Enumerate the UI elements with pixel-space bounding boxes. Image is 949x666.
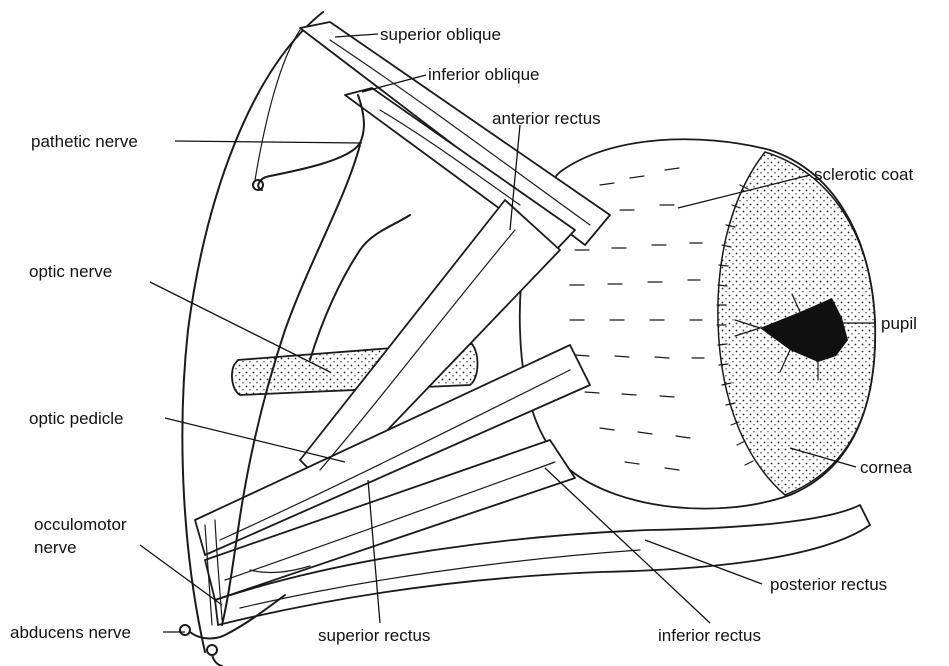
label-inferior-rectus: inferior rectus bbox=[658, 626, 761, 645]
label-cornea: cornea bbox=[860, 458, 913, 477]
superior-oblique-shape bbox=[300, 22, 610, 245]
label-optic-nerve: optic nerve bbox=[29, 262, 112, 281]
label-inferior-oblique: inferior oblique bbox=[428, 65, 540, 84]
label-pupil: pupil bbox=[881, 314, 917, 333]
label-posterior-rectus: posterior rectus bbox=[770, 575, 887, 594]
label-pathetic-nerve: pathetic nerve bbox=[31, 132, 138, 151]
label-superior-oblique: superior oblique bbox=[380, 25, 501, 44]
label-abducens-nerve: abducens nerve bbox=[10, 623, 131, 642]
label-superior-rectus: superior rectus bbox=[318, 626, 430, 645]
label-anterior-rectus: anterior rectus bbox=[492, 109, 601, 128]
label-occulomotor-line2: nerve bbox=[34, 538, 77, 557]
label-optic-pedicle: optic pedicle bbox=[29, 409, 124, 428]
label-sclerotic-coat: sclerotic coat bbox=[814, 165, 913, 184]
label-occulomotor-line1: occulomotor bbox=[34, 515, 127, 534]
